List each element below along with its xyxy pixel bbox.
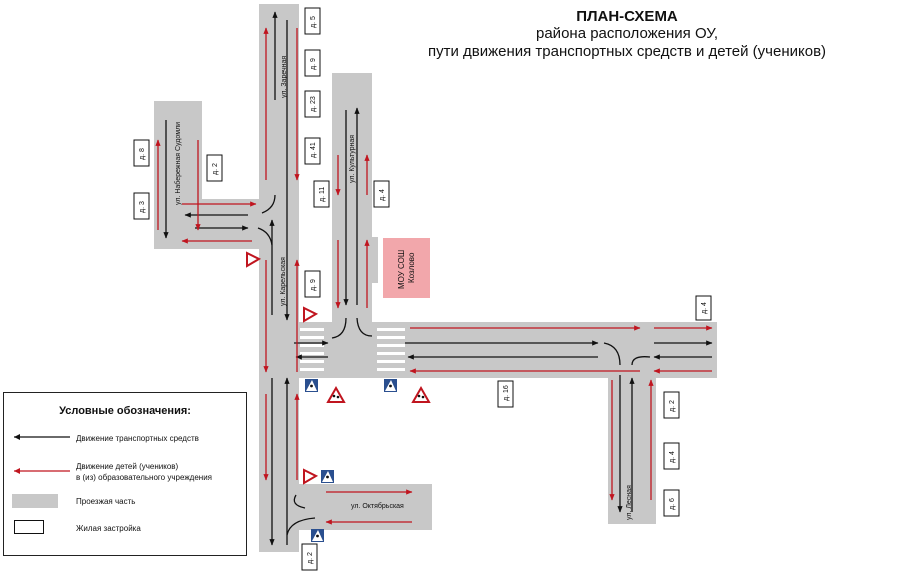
legend-road-label: Проезжая часть xyxy=(76,497,136,506)
yield-sign-icon xyxy=(303,468,319,485)
legend-heading: Условные обозначения: xyxy=(59,405,191,417)
pedestrian-crossing-sign-icon xyxy=(305,379,318,392)
house-naberezhnaya-3: д. 3 xyxy=(139,201,146,213)
legend-vehicle-arrow-icon xyxy=(14,434,70,440)
street-kulturnaya: ул. Культурная xyxy=(349,135,356,183)
house-karelskaya-2: д. 2 xyxy=(307,552,314,564)
title-line3: пути движения транспортных средств и дет… xyxy=(427,43,827,60)
house-lesnaya-4: д. 4 xyxy=(669,451,676,463)
legend: Условные обозначения: Движение транспорт… xyxy=(3,392,247,556)
crosswalk-west xyxy=(300,328,324,371)
title-heading: ПЛАН-СХЕМА xyxy=(576,8,678,25)
house-kulturnaya-4: д. 4 xyxy=(379,189,386,201)
street-karelskaya: ул. Карельская xyxy=(280,257,287,306)
street-labels: ул. Заречная ул. Набережная Судомли ул. … xyxy=(174,56,633,520)
house-main-16: д. 16 xyxy=(503,385,510,401)
yield-sign-icon xyxy=(303,306,319,323)
house-zarechnaya-5: д. 5 xyxy=(310,16,317,28)
school-building: МОУ СОШ Козлово xyxy=(383,238,430,298)
house-lesnaya-2: д. 2 xyxy=(669,400,676,412)
crosswalk-east xyxy=(377,328,405,371)
yield-sign-icon xyxy=(246,251,262,268)
house-zarechnaya-23: д. 23 xyxy=(310,96,317,112)
roads xyxy=(154,4,717,552)
house-main-4: д. 4 xyxy=(701,302,708,314)
children-routes xyxy=(155,27,713,525)
street-oktyabrskaya: ул. Октябрьская xyxy=(351,502,404,510)
vehicle-routes xyxy=(163,11,713,546)
school-name-line2: Козлово xyxy=(407,252,416,283)
legend-children-label-1: Движение детей (учеников) xyxy=(76,462,179,471)
street-zarechnaya: ул. Заречная xyxy=(281,56,288,98)
legend-children-arrow-icon xyxy=(14,468,70,474)
pedestrian-crossing-sign-icon xyxy=(311,529,324,542)
legend-children-label-2: в (из) образовательного учреждения xyxy=(76,473,212,482)
children-warning-sign-icon xyxy=(411,385,431,403)
pedestrian-crossing-sign-icon xyxy=(384,379,397,392)
school-name-line1: МОУ СОШ xyxy=(397,250,406,289)
street-lesnaya: ул. Лесная xyxy=(626,485,633,520)
house-zarechnaya-41: д. 41 xyxy=(310,142,317,158)
house-naberezhnaya-8: д. 8 xyxy=(139,148,146,160)
house-naberezhnaya-2: д. 2 xyxy=(212,163,219,175)
house-lesnaya-6: д. 6 xyxy=(669,498,676,510)
legend-housing-label: Жилая застройка xyxy=(76,524,141,533)
pedestrian-crossing-sign-icon xyxy=(321,470,334,483)
legend-vehicles-label: Движение транспортных средств xyxy=(76,434,199,443)
house-karelskaya-9: д. 9 xyxy=(310,279,317,291)
house-zarechnaya-9: д. 9 xyxy=(310,58,317,70)
street-naberezhnaya: ул. Набережная Судомли xyxy=(174,122,182,205)
house-kulturnaya-11: д. 11 xyxy=(319,187,326,202)
legend-road-swatch-icon xyxy=(12,494,58,508)
legend-housing-swatch-icon xyxy=(14,520,44,534)
title-line2: района расположения ОУ, xyxy=(536,25,718,42)
children-warning-sign-icon xyxy=(326,385,346,403)
houses xyxy=(133,7,712,571)
house-numbers: д. 5 д. 9 д. 23 д. 41 д. 8 д. 2 д. 3 д. … xyxy=(139,16,708,564)
title-block: ПЛАН-СХЕМА района расположения ОУ, пути … xyxy=(392,8,862,61)
